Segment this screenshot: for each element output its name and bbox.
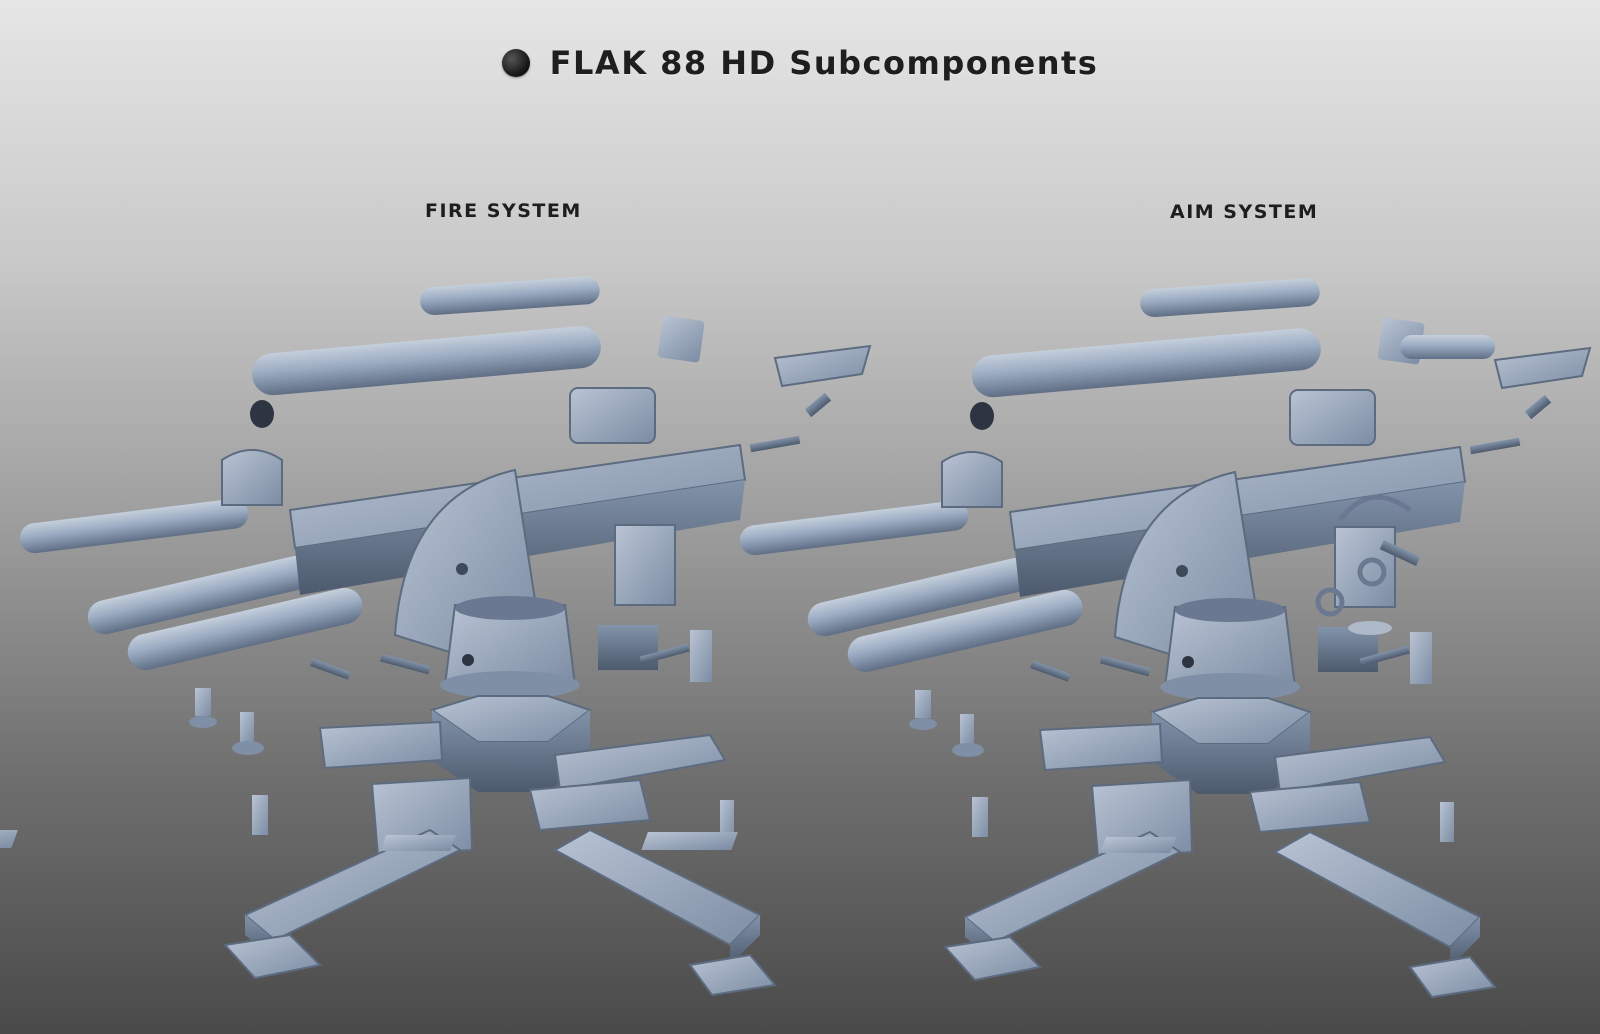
section-label-fire-system: FIRE SYSTEM	[425, 200, 582, 222]
page-title: FLAK 88 HD Subcomponents	[549, 44, 1099, 82]
fire-system-render	[0, 274, 871, 997]
section-label-aim-system: AIM SYSTEM	[1170, 201, 1319, 223]
page-header: FLAK 88 HD Subcomponents	[0, 44, 1600, 82]
aim-system-extras	[1315, 335, 1495, 635]
bullet-icon	[501, 49, 530, 77]
